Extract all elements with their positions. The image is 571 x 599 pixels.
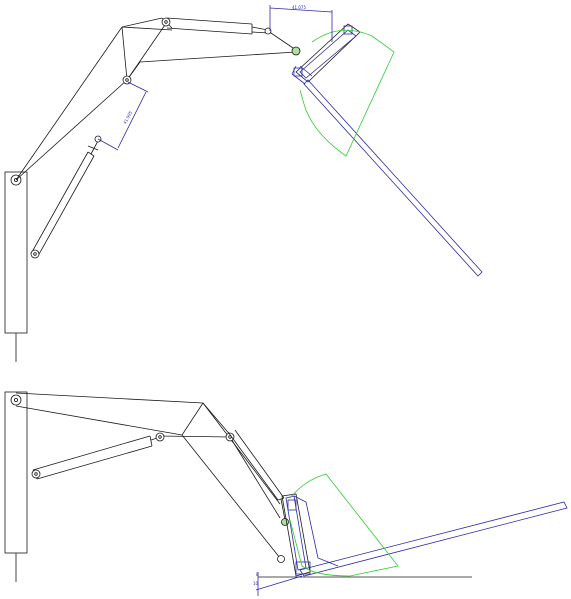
boom-knee-pin-raised <box>122 75 132 85</box>
dimension-label-side: 41.995 <box>122 110 133 125</box>
raised-view: 41.075 41.995 <box>4 5 483 362</box>
lift-cylinder-lowered <box>31 432 165 480</box>
dimension-side-raised: 41.995 <box>97 81 149 151</box>
angle-reference-line <box>255 575 303 591</box>
dimension-label-small-2: 8 <box>256 572 259 577</box>
dimension-top-raised: 41.075 <box>269 5 333 42</box>
upright-post-lowered <box>4 391 28 554</box>
fork-tine-raised <box>303 79 483 277</box>
tilt-cylinder-base-pin-raised <box>161 17 171 27</box>
lift-cylinder-raised <box>30 135 102 259</box>
boom-frame-raised <box>15 17 297 181</box>
attachment-frame-raised <box>291 23 361 85</box>
bucket-outline-raised <box>299 29 395 157</box>
bucket-outline-lowered <box>289 473 399 577</box>
cylinder-base-pin-lowered <box>31 469 41 479</box>
linkage-pin-raised <box>291 46 301 56</box>
cylinder-rod-pin-lowered <box>155 432 165 442</box>
tilt-cylinder-lowered <box>227 429 289 563</box>
cylinder-base-pin-raised <box>30 249 40 259</box>
linkage-pin-lowered <box>281 518 289 526</box>
tilt-cylinder-raised <box>161 17 297 51</box>
boom-frame-lowered <box>15 392 281 559</box>
fork-tine-lowered <box>299 501 568 577</box>
upright-post-raised <box>4 171 28 334</box>
main-pivot-lowered <box>10 394 22 406</box>
dimension-label-small-1: 10 <box>253 581 259 586</box>
tilt-cylinder-rod-pin-raised <box>264 27 272 35</box>
dimension-label-top: 41.075 <box>292 5 306 10</box>
lowered-view: 10 8 <box>4 391 568 596</box>
lower-link-pin-lowered <box>277 555 285 563</box>
attachment-frame-lowered <box>281 493 339 577</box>
boom-knee-pin-lowered <box>225 432 235 442</box>
